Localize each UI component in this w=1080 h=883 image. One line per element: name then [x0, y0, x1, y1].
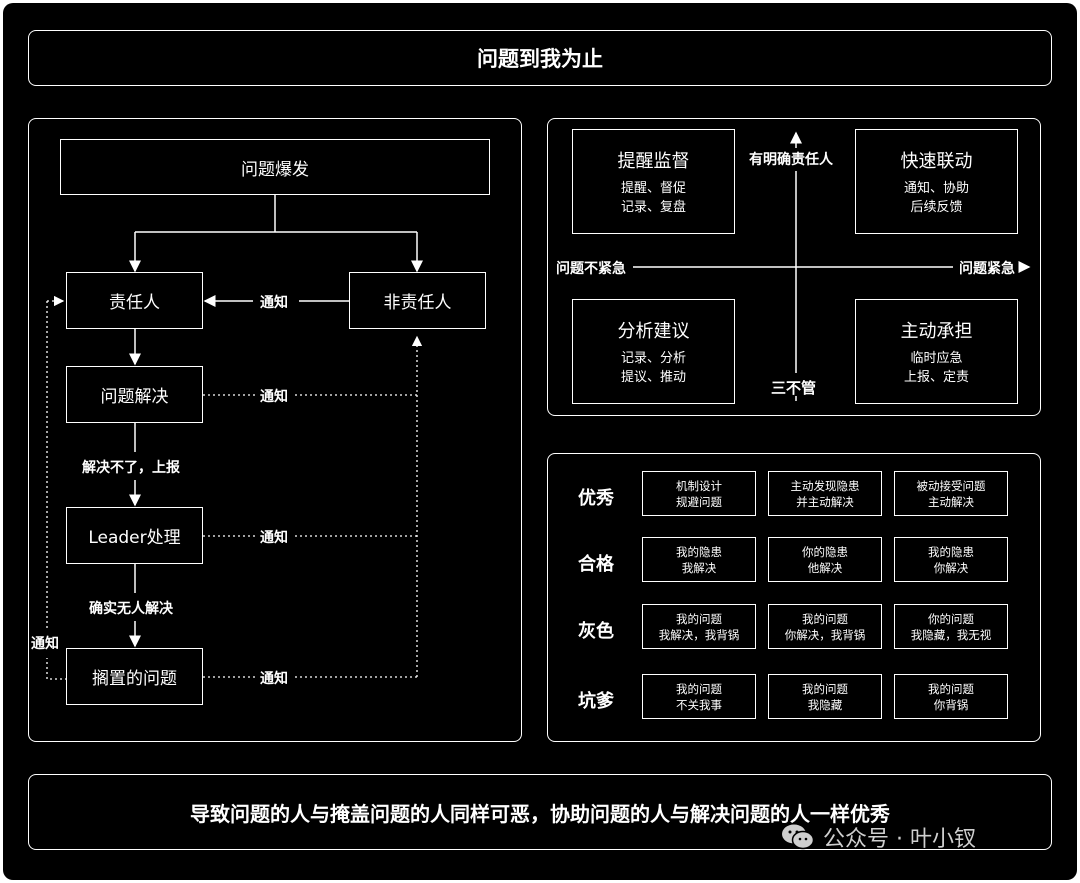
quadrant-bottom-right: 主动承担 临时应急 上报、定责: [855, 299, 1018, 404]
level-cell: 主动发现隐患并主动解决: [768, 471, 882, 516]
node-solve: 问题解决: [66, 366, 203, 423]
watermark: 公众号 · 叶小钗: [781, 821, 976, 853]
level-cell: 你的问题我隐藏，我无视: [894, 604, 1008, 649]
canvas: 问题到我为止: [3, 3, 1077, 880]
node-non-responsible: 非责任人: [349, 272, 486, 329]
label-nobody: 确实无人解决: [89, 601, 173, 617]
level-cell: 被动接受问题主动解决: [894, 471, 1008, 516]
quadrant-top-left: 提醒监督 提醒、督促 记录、复盘: [572, 129, 735, 234]
axis-label-left: 问题不紧急: [556, 261, 626, 277]
quadrant-top-right: 快速联动 通知、协助 后续反馈: [855, 129, 1018, 234]
label-notify-2: 通知: [260, 389, 288, 405]
quadrant-bottom-left: 分析建议 记录、分析 提议、推动: [572, 299, 735, 404]
level-label: 灰色: [578, 621, 614, 642]
header-title: 问题到我为止: [477, 47, 603, 71]
axis-label-top: 有明确责任人: [749, 152, 833, 168]
level-cell: 我的问题我隐藏: [768, 674, 882, 719]
footer-text: 导致问题的人与掩盖问题的人同样可恶，协助问题的人与解决问题的人一样优秀: [190, 801, 890, 826]
node-leader: Leader处理: [66, 507, 203, 564]
level-cell: 我的问题我解决，我背锅: [642, 604, 756, 649]
footer-box: 导致问题的人与掩盖问题的人同样可恶，协助问题的人与解决问题的人一样优秀: [28, 774, 1052, 850]
label-notify-1: 通知: [260, 295, 288, 311]
label-notify-4: 通知: [260, 671, 288, 687]
level-label: 合格: [578, 554, 614, 575]
level-label: 坑爹: [578, 691, 614, 712]
wechat-icon: [782, 824, 815, 850]
level-label: 优秀: [578, 488, 614, 509]
label-notify-3: 通知: [260, 530, 288, 546]
axis-label-bottom: 三不管: [771, 379, 817, 397]
flowchart-connectors: [46, 131, 1031, 680]
flowchart-panel: [28, 118, 522, 742]
label-notify-left: 通知: [31, 636, 59, 652]
node-responsible: 责任人: [66, 272, 203, 329]
node-shelved: 搁置的问题: [66, 648, 203, 705]
level-cell: 你的隐患他解决: [768, 537, 882, 582]
quadrant-panel: [547, 118, 1041, 416]
level-cell: 机制设计规避问题: [642, 471, 756, 516]
label-escalate: 解决不了，上报: [82, 460, 180, 476]
watermark-text: 公众号 · 叶小钗: [823, 827, 976, 852]
axis-label-right: 问题紧急: [959, 261, 1015, 277]
level-cell: 我的隐患你解决: [894, 537, 1008, 582]
levels-panel: [547, 453, 1041, 742]
level-cell: 我的问题你背锅: [894, 674, 1008, 719]
level-cell: 我的隐患我解决: [642, 537, 756, 582]
node-burst: 问题爆发: [60, 139, 490, 195]
level-cell: 我的问题你解决，我背锅: [768, 604, 882, 649]
header-box: 问题到我为止: [28, 30, 1052, 86]
level-cell: 我的问题不关我事: [642, 674, 756, 719]
